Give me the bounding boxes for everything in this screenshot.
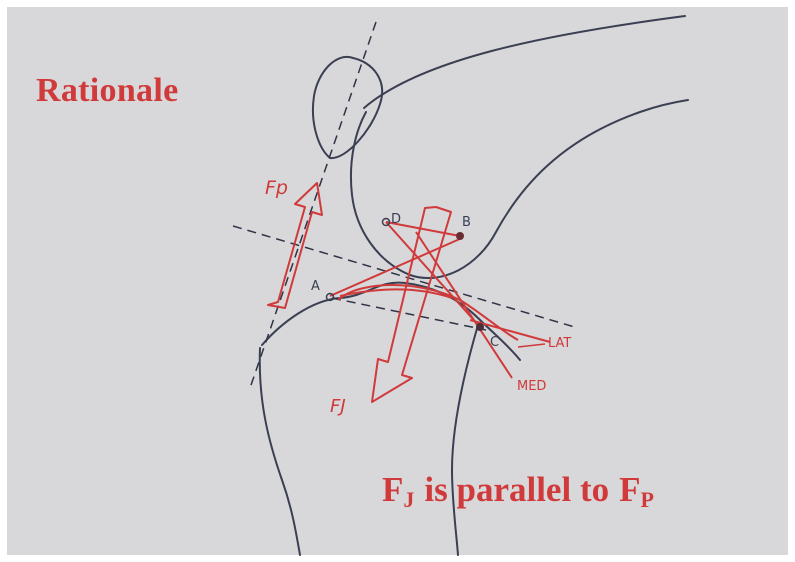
- label-fp: Fp: [265, 177, 288, 199]
- slide-title: Rationale: [36, 72, 179, 109]
- joint-contact-curve-inner: [339, 288, 453, 299]
- label-point-c: C: [490, 335, 499, 350]
- label-fj: FJ: [330, 396, 346, 417]
- contact-line-dc: [385, 221, 481, 328]
- lat-guide-line: [469, 319, 551, 343]
- point-a-marker: [325, 292, 335, 302]
- caption-fp: FP: [619, 470, 654, 512]
- caption-middle: is parallel to: [424, 470, 610, 509]
- fp-force-arrow: [267, 182, 323, 309]
- tibia-plateau-outline: [261, 281, 521, 361]
- label-point-b: B: [462, 215, 471, 230]
- label-med: MED: [517, 379, 546, 394]
- fj-force-arrow: [371, 206, 452, 403]
- label-lat: LAT: [548, 336, 571, 351]
- slide: [7, 7, 788, 555]
- med-guide-line: [415, 231, 513, 379]
- point-b-marker: [456, 232, 464, 240]
- label-point-d: D: [391, 212, 401, 227]
- contact-line-ab: [329, 237, 463, 297]
- femur-condyle-outline: [349, 99, 689, 280]
- femur-anterior-outline: [363, 15, 686, 109]
- d-to-b-line: [385, 221, 461, 237]
- caption-fj: FJ: [382, 470, 415, 512]
- point-d-marker: [381, 217, 391, 227]
- point-c-marker: [476, 323, 484, 331]
- tibia-shaft-medial: [258, 347, 301, 556]
- patella-outline: [312, 55, 384, 160]
- patellar-tendon-axis: [249, 21, 377, 389]
- label-point-a: A: [311, 279, 320, 294]
- contact-points: [325, 217, 484, 331]
- joint-reference-line-lower: [331, 297, 487, 331]
- tibia-shaft-lateral: [450, 324, 479, 556]
